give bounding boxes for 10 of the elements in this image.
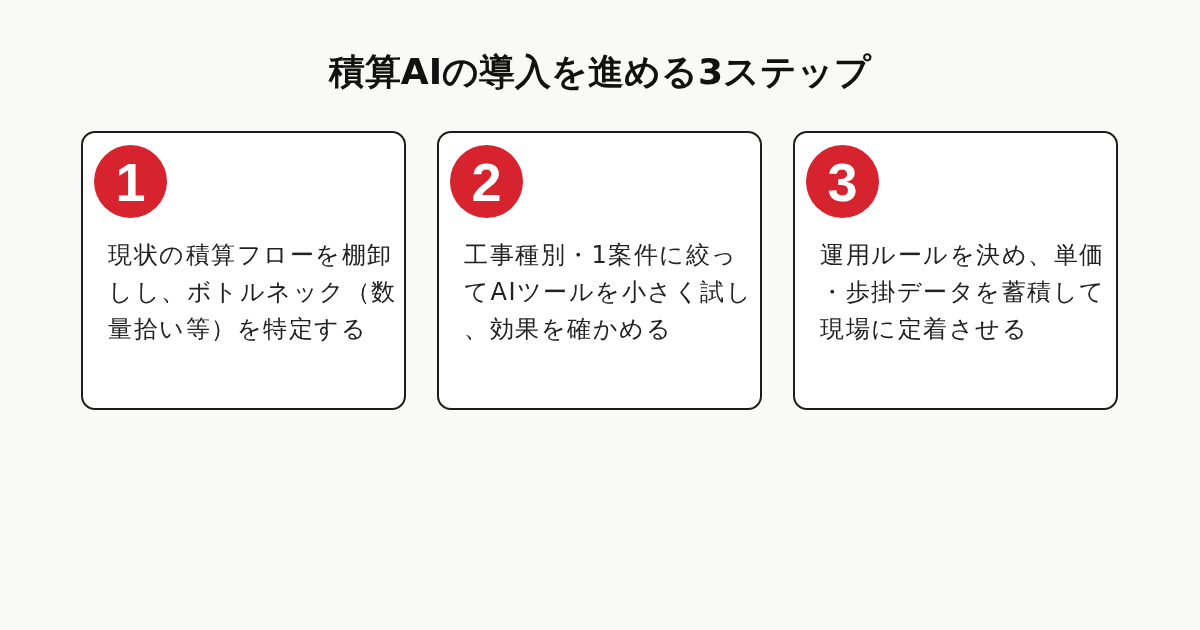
step-card — [793, 131, 1118, 410]
page-title: 積算AIの導入を進める3ステップ — [327, 50, 873, 94]
step-description: 現状の積算フローを棚卸しし、ボトルネック（数量拾い等）を特定する — [108, 240, 398, 345]
step-description: 工事種別・1案件に絞ってAIツールを小さく試し、効果を確かめる — [464, 240, 754, 345]
step-card — [437, 131, 762, 410]
step-card — [81, 131, 406, 410]
step-description: 運用ルールを決め、単価・歩掛データを蓄積して現場に定着させる — [820, 240, 1107, 345]
step-number-circle: 2 — [450, 145, 523, 218]
step-number-circle: 3 — [806, 145, 879, 218]
step-number-circle: 1 — [94, 145, 167, 218]
